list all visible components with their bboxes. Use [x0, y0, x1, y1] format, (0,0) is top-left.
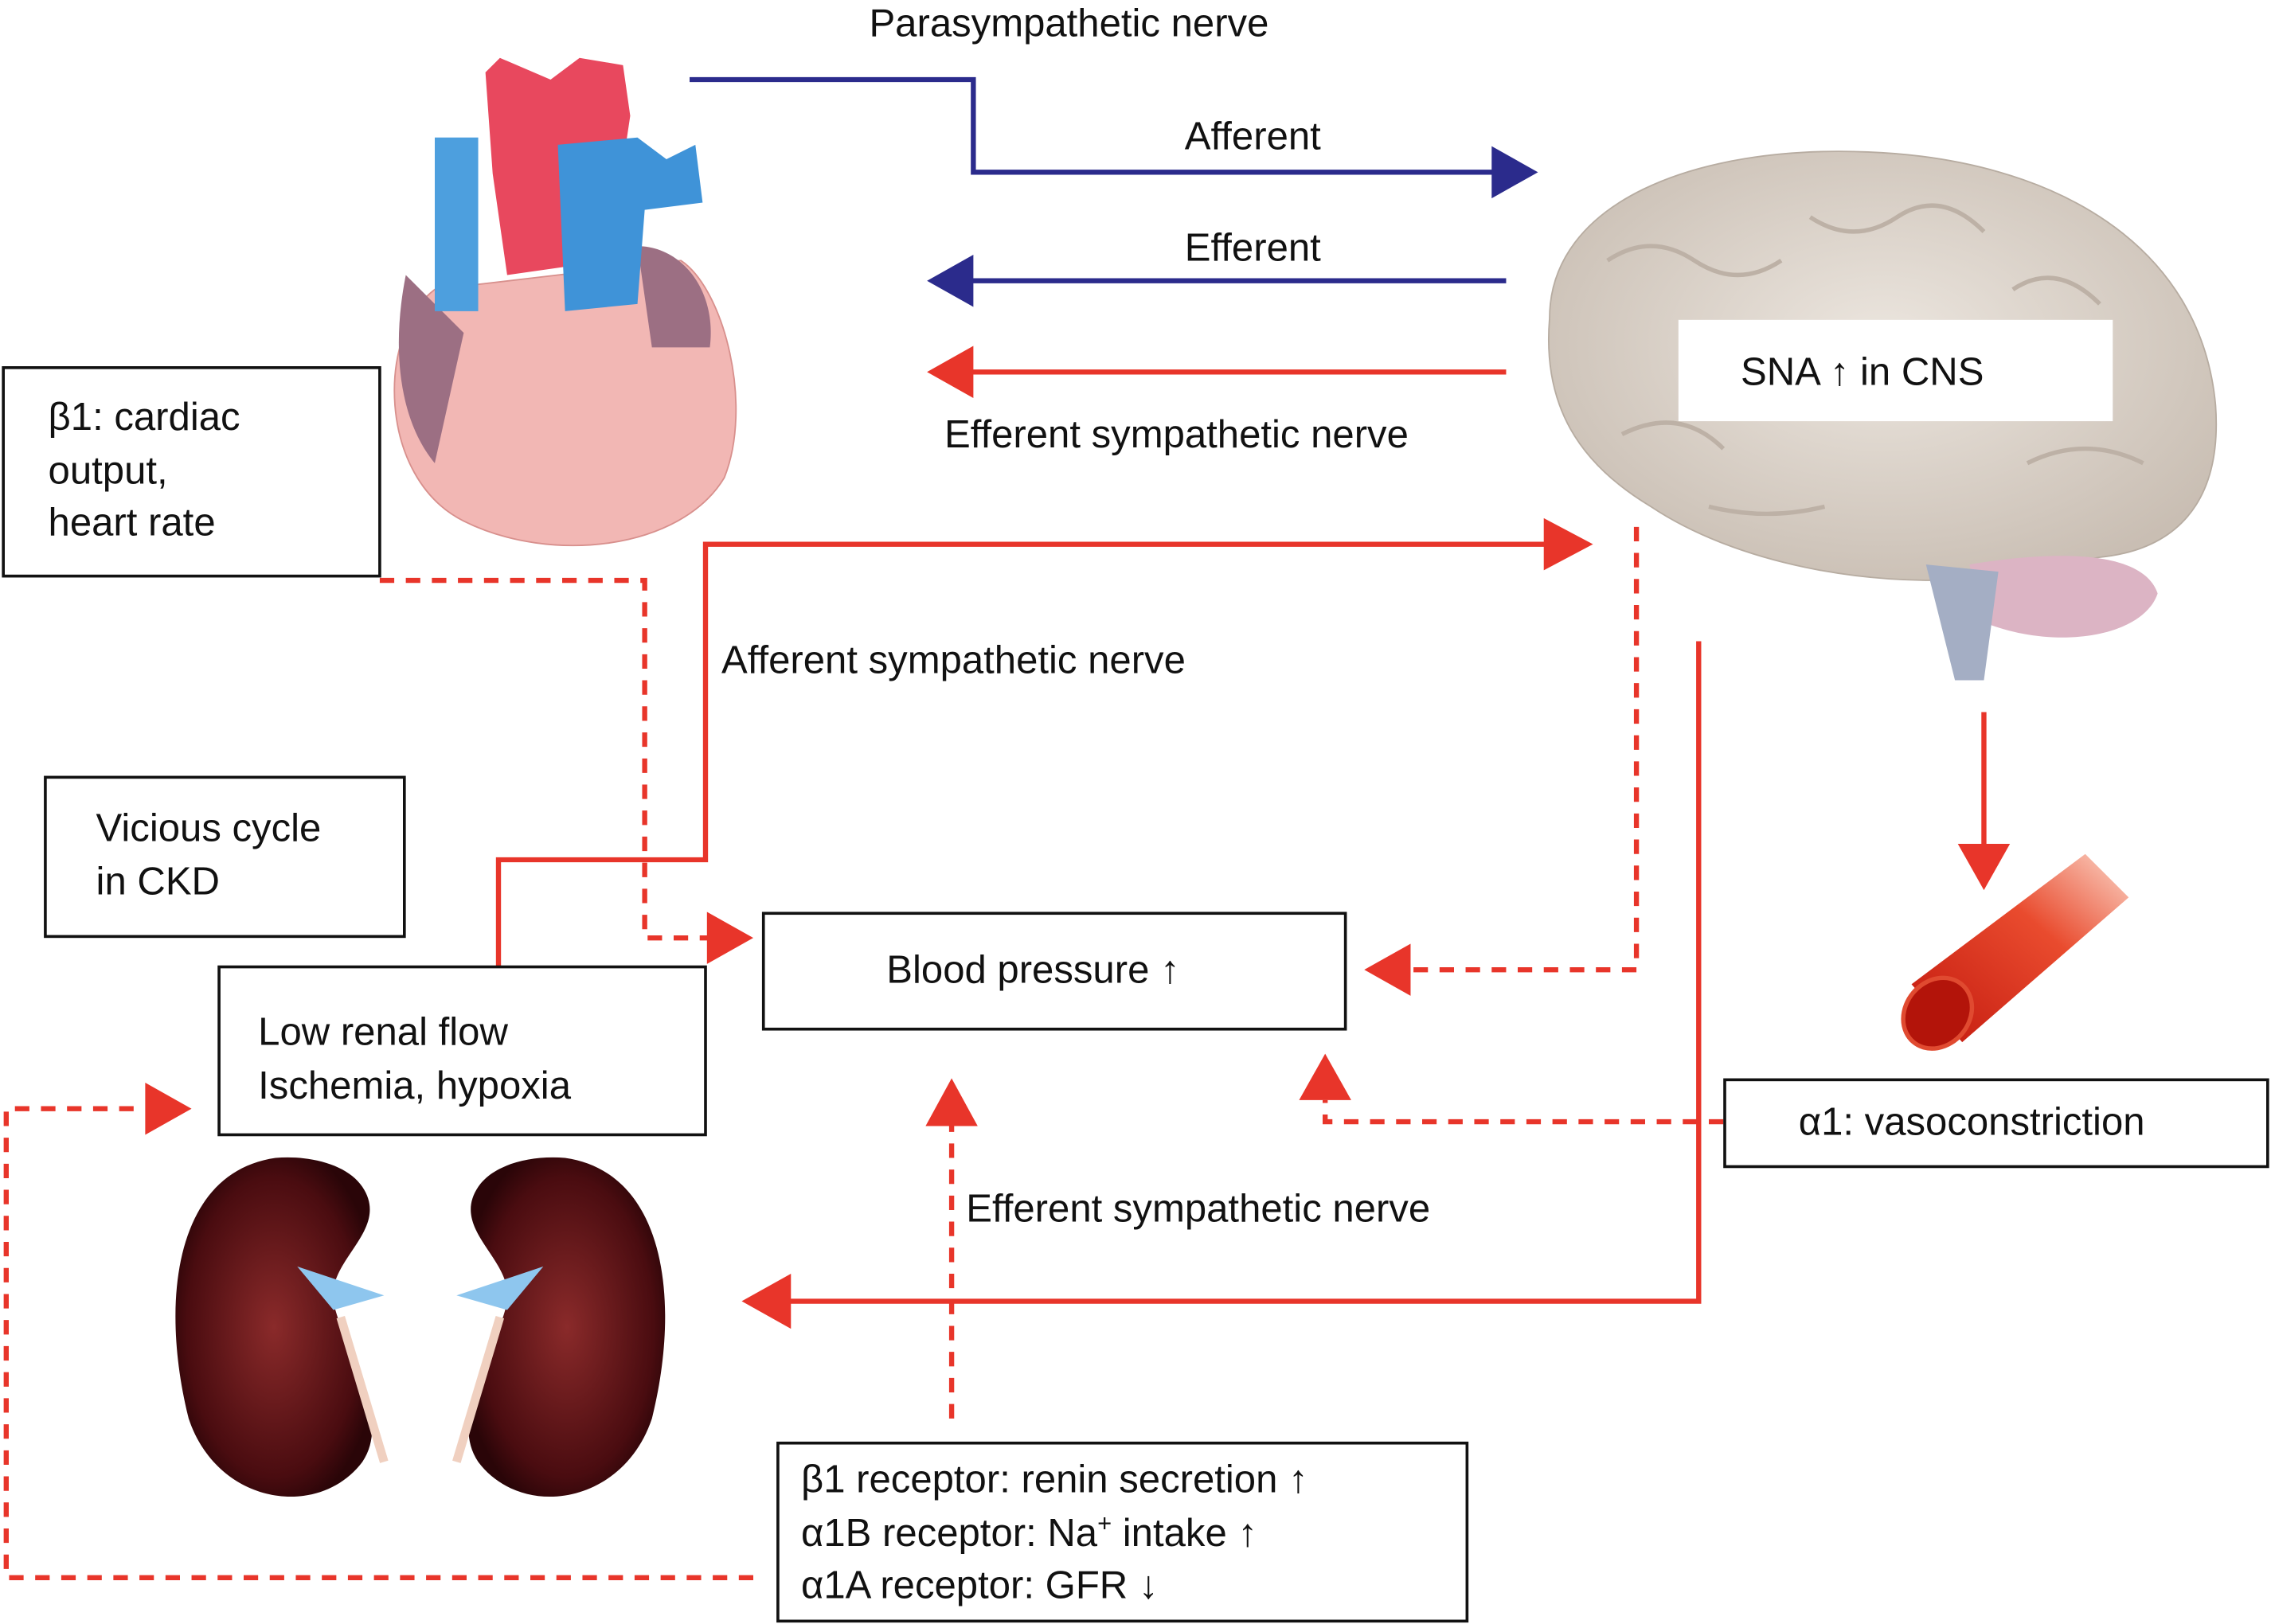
box-text: SNA ↑ in CNS — [1741, 351, 1984, 394]
box-text-line: α1A receptor: GFR ↓ — [801, 1563, 1158, 1606]
brain-to-kidney-efferent-arrow — [741, 641, 1702, 1329]
heart-illustration — [393, 57, 737, 546]
receptors-to-renal-dashed-arrow — [3, 1083, 753, 1580]
box-text-line: Vicious cycle — [96, 806, 322, 849]
efferent-sympathetic-label-top: Efferent sympathetic nerve — [944, 413, 1409, 456]
afferent-label: Afferent — [1185, 115, 1321, 158]
low-renal-flow-box: Low renal flow Ischemia, hypoxia — [217, 965, 707, 1137]
blood-pressure-box: Blood pressure ↑ — [761, 912, 1347, 1031]
box-text: α1: vasoconstriction — [1799, 1100, 2145, 1143]
box-text-line: heart rate — [49, 502, 216, 545]
box-text: Blood pressure ↑ — [886, 949, 1179, 992]
kidneys-illustration — [175, 1157, 666, 1497]
brain-to-vessel-arrow — [1957, 712, 2011, 891]
box-text-line: β1: cardiac — [49, 396, 240, 439]
receptors-to-bp-dashed-arrow — [925, 1078, 978, 1419]
vicious-cycle-box: Vicious cycle in CKD — [44, 775, 406, 939]
brain-to-bp-dashed-arrow — [1364, 526, 1640, 996]
box-text-line: output, — [49, 449, 168, 492]
afferent-sympathetic-arrow — [495, 517, 1593, 967]
efferent-sympathetic-arrow-top — [927, 345, 1507, 398]
sna-cns-box: SNA ↑ in CNS — [1678, 319, 2113, 422]
parasympathetic-afferent-arrow — [689, 76, 1538, 199]
afferent-sympathetic-label: Afferent sympathetic nerve — [721, 638, 1186, 681]
box-text-line: Low renal flow — [258, 1011, 508, 1054]
box-text-line: α1B receptor: Na+ intake ↑ — [801, 1509, 1257, 1555]
efferent-sympathetic-label-bottom: Efferent sympathetic nerve — [966, 1188, 1430, 1231]
efferent-label: Efferent — [1185, 226, 1321, 269]
beta1-cardiac-box: β1: cardiac output, heart rate — [2, 366, 381, 578]
blood-vessel-illustration — [1901, 853, 2129, 1051]
parasympathetic-nerve-label: Parasympathetic nerve — [869, 2, 1268, 45]
box-text-line: β1 receptor: renin secretion ↑ — [801, 1458, 1308, 1501]
box-text-line: Ischemia, hypoxia — [258, 1064, 572, 1107]
parasympathetic-efferent-arrow — [927, 255, 1507, 307]
alpha1-vasoconstriction-box: α1: vasoconstriction — [1723, 1078, 2269, 1169]
vaso-to-bp-dashed-arrow — [1299, 1053, 1724, 1125]
cardiac-to-bp-dashed-arrow — [379, 577, 753, 964]
receptors-box: β1 receptor: renin secretion ↑ α1B recep… — [776, 1441, 1469, 1623]
box-text-line: in CKD — [96, 861, 220, 904]
